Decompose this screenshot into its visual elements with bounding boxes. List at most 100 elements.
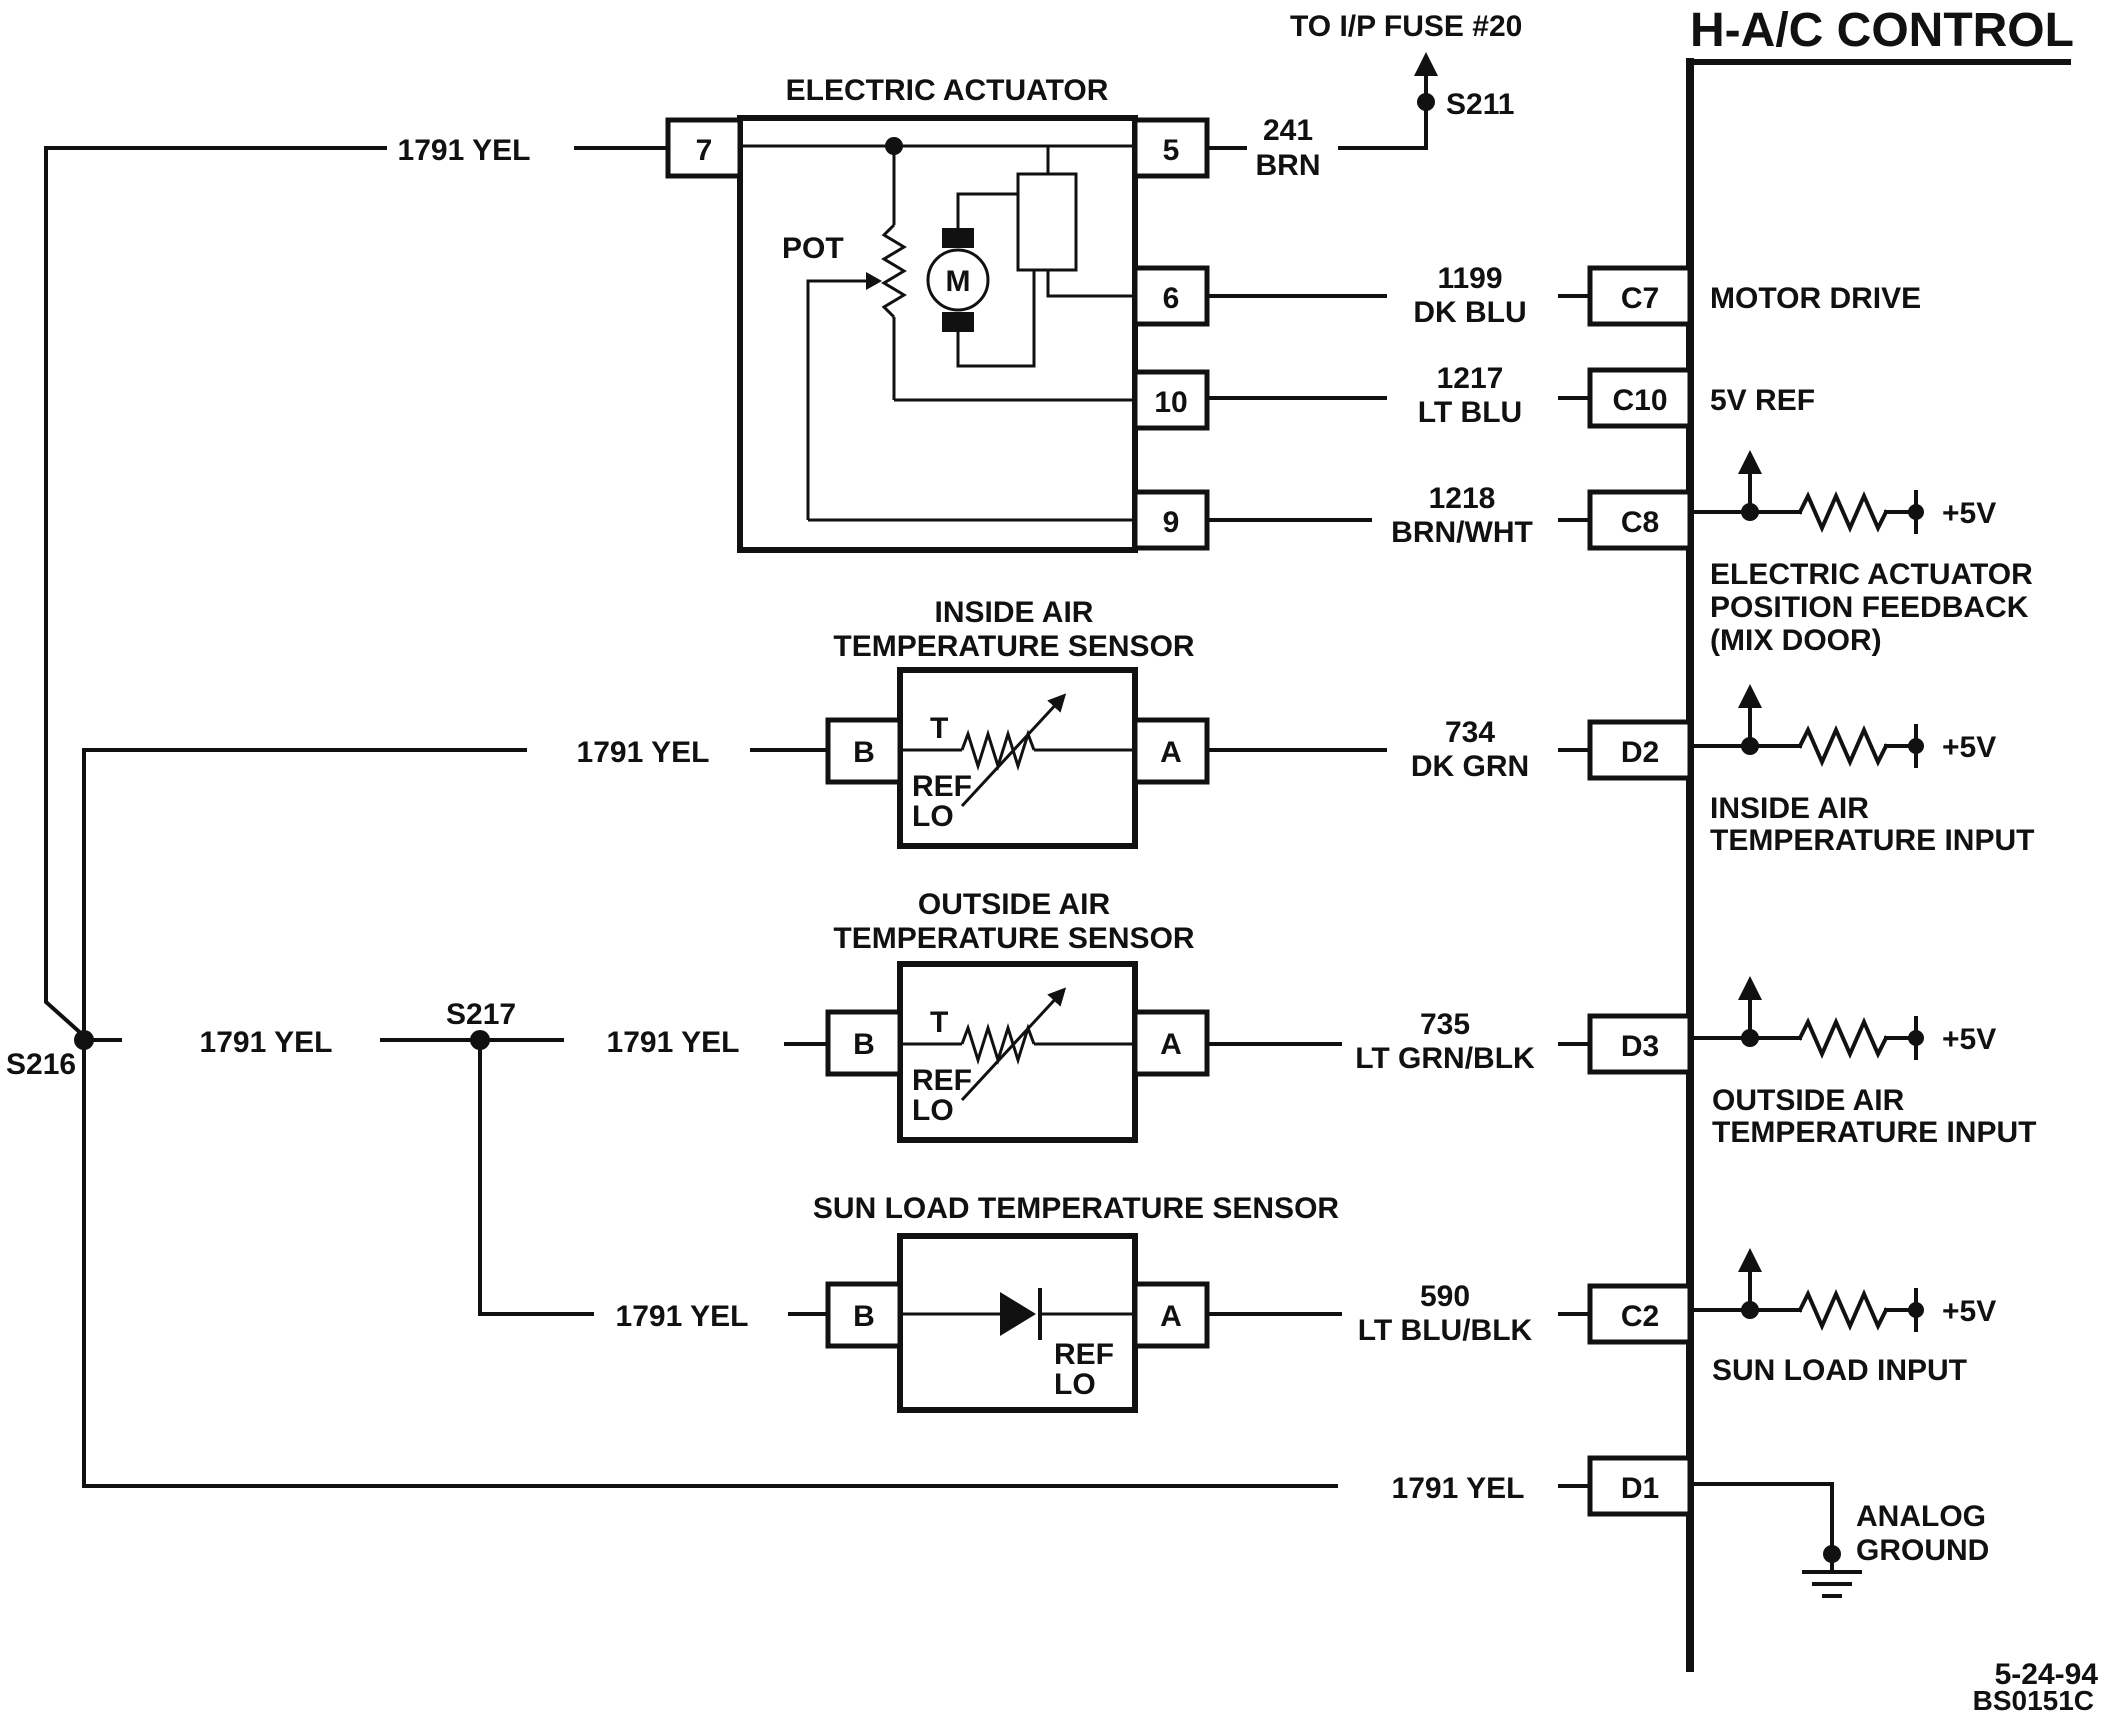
inside-sensor-pin-b [825, 717, 903, 785]
motor-brush-bottom [942, 312, 974, 332]
inside-sensor-pin-b-label: B [853, 736, 875, 769]
diagram-title: H-A/C CONTROL [1690, 4, 2074, 57]
terminal-c8 [1587, 489, 1693, 551]
vref-label: 5V REF [1710, 384, 1815, 417]
wire-ltgrnblk-color: LT GRN/BLK [1355, 1042, 1535, 1075]
wire-yel-inside-left [82, 748, 527, 1038]
wire-yel-sun-label: 1791 YEL [616, 1300, 749, 1333]
wire-ltblu-color: LT BLU [1418, 396, 1522, 429]
inside-sensor-t-label: T [930, 712, 948, 745]
splice-s216-label: S216 [6, 1048, 76, 1081]
sun-diode-icon [1000, 1292, 1036, 1336]
actuator-pin-7 [665, 117, 743, 179]
wire-yel-sun-left [478, 1038, 594, 1316]
sun-input-label: SUN LOAD INPUT [1712, 1354, 1967, 1387]
outside-sensor-title-line2: TEMPERATURE SENSOR [833, 922, 1194, 955]
footer-code: BS0151C [1973, 1685, 2094, 1712]
wire-yel-top [44, 146, 387, 1039]
wire-brn-number: 241 [1263, 114, 1313, 147]
sun-sensor-ref-label: REF [1054, 1338, 1114, 1371]
wire-ltgrnblk-number: 735 [1420, 1008, 1470, 1041]
pullup-d2-supply-dot [1908, 738, 1924, 754]
sun-sensor-pin-a-label: A [1160, 1300, 1182, 1333]
wire-ltblublk-number: 590 [1420, 1280, 1470, 1313]
actuator-title: ELECTRIC ACTUATOR [786, 74, 1109, 107]
inside-sensor-lo-label: LO [912, 800, 954, 833]
fuse-label: TO I/P FUSE #20 [1290, 10, 1522, 43]
splice-s217-label: S217 [446, 998, 516, 1031]
terminal-c2 [1587, 1283, 1693, 1345]
terminal-d2 [1587, 719, 1693, 781]
pullup-c2-supply-dot [1908, 1302, 1924, 1318]
terminal-d3 [1587, 1013, 1693, 1075]
sun-sensor-lo-label: LO [1054, 1368, 1096, 1401]
outside-sensor-pin-b-label: B [853, 1028, 875, 1061]
inside-thermistor-variable-arrow [960, 693, 1067, 808]
wire-yel-s216-label: 1791 YEL [200, 1026, 333, 1059]
coil-to-pin6-wire [1046, 270, 1135, 298]
terminal-c10-label: C10 [1612, 384, 1667, 417]
inside-sensor-pin-a [1132, 717, 1210, 785]
wire-dkgrn-color: DK GRN [1411, 750, 1529, 783]
actuator-pin-5-label: 5 [1163, 134, 1180, 167]
terminal-d1 [1587, 1455, 1693, 1517]
inside-sensor-pin-a-label: A [1160, 736, 1182, 769]
pullup-c2-resistor [1797, 1289, 1889, 1331]
wire-dkblu-number: 1199 [1437, 262, 1502, 295]
terminal-d2-label: D2 [1621, 736, 1659, 769]
outside-sensor-title-line1: OUTSIDE AIR [918, 888, 1111, 921]
wire-brn-color: BRN [1256, 149, 1321, 182]
wire-yel-top-label: 1791 YEL [398, 134, 531, 167]
sun-sensor-pin-a [1132, 1281, 1210, 1349]
inside-sensor-ref-label: REF [912, 770, 972, 803]
outside-sensor-t-label: T [930, 1006, 948, 1039]
wire-dkgrn-number: 734 [1445, 716, 1495, 749]
pullup-c8-resistor [1797, 491, 1889, 533]
pot-wiper-wire [806, 279, 870, 520]
inside-input-label-line2: TEMPERATURE INPUT [1710, 824, 2034, 857]
outside-thermistor-variable-arrow [960, 987, 1067, 1102]
wire-brnwht-color: BRN/WHT [1391, 516, 1533, 549]
analog-ground-label-line2: GROUND [1856, 1534, 1989, 1567]
analog-ground-wire [1688, 1482, 1834, 1556]
pullup-d3-supply-dot [1908, 1030, 1924, 1046]
motor-brush-top [942, 228, 974, 248]
pullup-d2-resistor [1797, 725, 1889, 767]
pot-wiper-arrow [866, 272, 882, 290]
analog-ground-label-line1: ANALOG [1856, 1500, 1986, 1533]
wire-yel-inside-label: 1791 YEL [577, 736, 710, 769]
plus5v-d3-label: +5V [1942, 1023, 1996, 1056]
motor-symbol [926, 248, 990, 312]
actuator-pin-7-label: 7 [696, 134, 713, 167]
sun-sensor-pin-b-label: B [853, 1300, 875, 1333]
wire-brn-to-s211 [1338, 100, 1428, 150]
feedback-label-line3: (MIX DOOR) [1710, 624, 1882, 657]
terminal-d1-label: D1 [1621, 1472, 1659, 1505]
actuator-pin-9-label: 9 [1163, 506, 1180, 539]
terminal-c7-label: C7 [1621, 282, 1659, 315]
wire-ltblu-number: 1217 [1437, 362, 1504, 395]
plus5v-d2-label: +5V [1942, 731, 1996, 764]
terminal-c10 [1587, 367, 1693, 429]
outside-sensor-lo-label: LO [912, 1094, 954, 1127]
actuator-pin-10-label: 10 [1154, 386, 1187, 419]
outside-sensor-pin-a-label: A [1160, 1028, 1182, 1061]
inside-sensor-title-line1: INSIDE AIR [935, 596, 1094, 629]
outside-sensor-pin-b [825, 1009, 903, 1077]
motor-bottom-wire [956, 270, 1036, 368]
footer-date: 5-24-94 [1995, 1658, 2099, 1691]
wire-yel-outside-label: 1791 YEL [607, 1026, 740, 1059]
plus5v-c8-label: +5V [1942, 497, 1996, 530]
plus5v-c2-label: +5V [1942, 1295, 1996, 1328]
motor-top-wire [956, 192, 1018, 228]
outside-input-label-line1: OUTSIDE AIR [1712, 1084, 1905, 1117]
actuator-pin-5 [1132, 117, 1210, 179]
motor-label: M [946, 265, 971, 298]
pot-label: POT [782, 232, 844, 265]
pullup-d3-resistor [1797, 1017, 1889, 1059]
potentiometer-resistor [881, 223, 907, 319]
feedback-label-line1: ELECTRIC ACTUATOR [1710, 558, 2033, 591]
pullup-c8-supply-dot [1908, 504, 1924, 520]
terminal-c7 [1587, 265, 1693, 327]
